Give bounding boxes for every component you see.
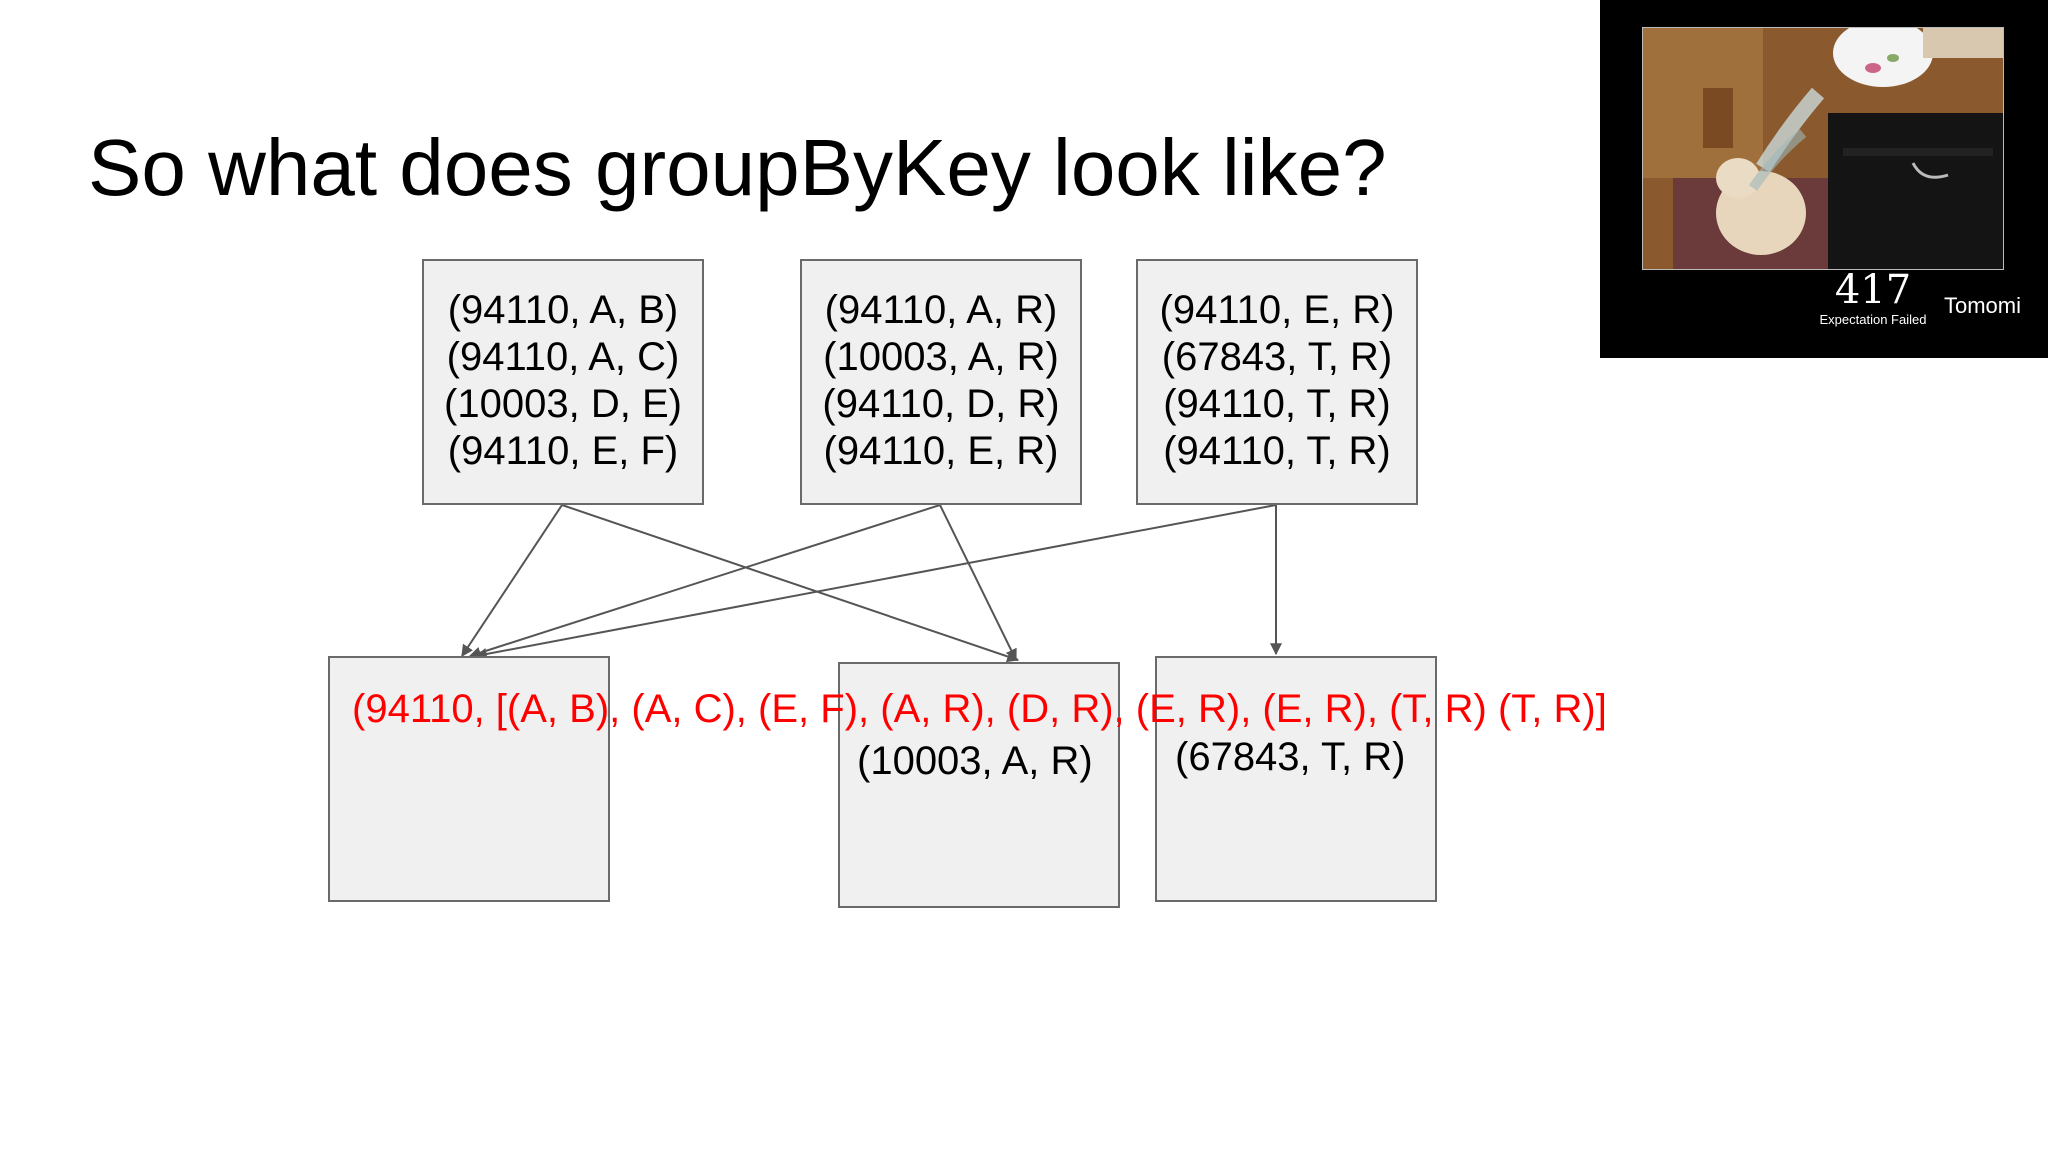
slide-title: So what does groupByKey look like?	[88, 123, 1387, 212]
record: (10003, A, R)	[823, 335, 1059, 379]
record: (94110, E, R)	[823, 429, 1059, 473]
arrow-src1-to-dst2	[561, 504, 1020, 663]
record: (94110, D, R)	[822, 382, 1060, 426]
arrow-src1-to-dst1	[461, 504, 563, 658]
webcam-error-status: Expectation Failed	[1819, 312, 1927, 327]
source-partition-1: (94110, A, B) (94110, A, C) (10003, D, E…	[422, 259, 704, 505]
presenter-webcam: 417 Expectation Failed Tomomi	[1600, 0, 2048, 358]
arrow-src2-to-dst1	[468, 504, 941, 659]
record: (94110, A, R)	[824, 288, 1058, 332]
source-partition-3: (94110, E, R) (67843, T, R) (94110, T, R…	[1136, 259, 1418, 505]
arrow-src3-to-dst1	[474, 504, 1277, 660]
presenter-name: Tomomi	[1944, 293, 2022, 318]
cat-with-bowl-photo	[1642, 27, 2004, 270]
source-partition-2: (94110, A, R) (10003, A, R) (94110, D, R…	[800, 259, 1082, 505]
result-partition-1	[328, 656, 610, 902]
record: (10003, D, E)	[444, 382, 682, 426]
result-partition-3	[1155, 656, 1437, 902]
result-partition-2-record: (10003, A, R)	[857, 739, 1093, 783]
record: (94110, T, R)	[1163, 429, 1391, 473]
record: (94110, E, F)	[447, 429, 679, 473]
result-partition-3-record: (67843, T, R)	[1175, 735, 1406, 779]
record: (94110, A, B)	[447, 288, 679, 332]
grouped-result-94110: (94110, [(A, B), (A, C), (E, F), (A, R),…	[352, 687, 1607, 731]
record: (94110, E, R)	[1159, 288, 1395, 332]
record: (94110, A, C)	[446, 335, 680, 379]
arrow-src2-to-dst2	[939, 504, 1017, 662]
result-partition-2	[838, 662, 1120, 908]
record: (94110, T, R)	[1163, 382, 1391, 426]
record: (67843, T, R)	[1161, 335, 1393, 379]
webcam-error-code: 417	[1834, 267, 1912, 313]
